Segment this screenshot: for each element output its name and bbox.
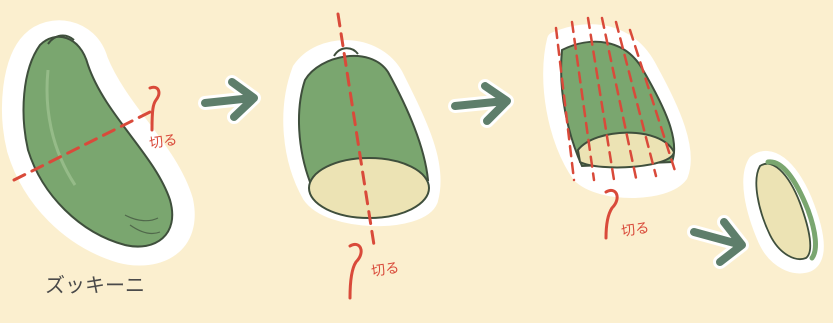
step-4-zucchini-strip — [750, 158, 817, 267]
step-3-quarter-zucchini: 切る — [551, 18, 683, 240]
knife-icon — [606, 190, 617, 238]
cut-label-3: 切る — [620, 220, 650, 240]
knife-icon — [150, 87, 159, 130]
knife-icon — [350, 244, 361, 298]
arrow-3 — [694, 222, 742, 262]
cut-label-1: 切る — [148, 132, 178, 152]
cut-label-2: 切る — [370, 260, 400, 280]
arrow-2 — [455, 86, 507, 121]
half-cut-face — [309, 158, 429, 218]
step-1-whole-zucchini: 切る ズッキーニ — [10, 28, 187, 297]
vegetable-label: ズッキーニ — [45, 273, 145, 297]
step-2-half-zucchini: 切る — [291, 14, 432, 298]
arrow-1 — [205, 82, 254, 117]
